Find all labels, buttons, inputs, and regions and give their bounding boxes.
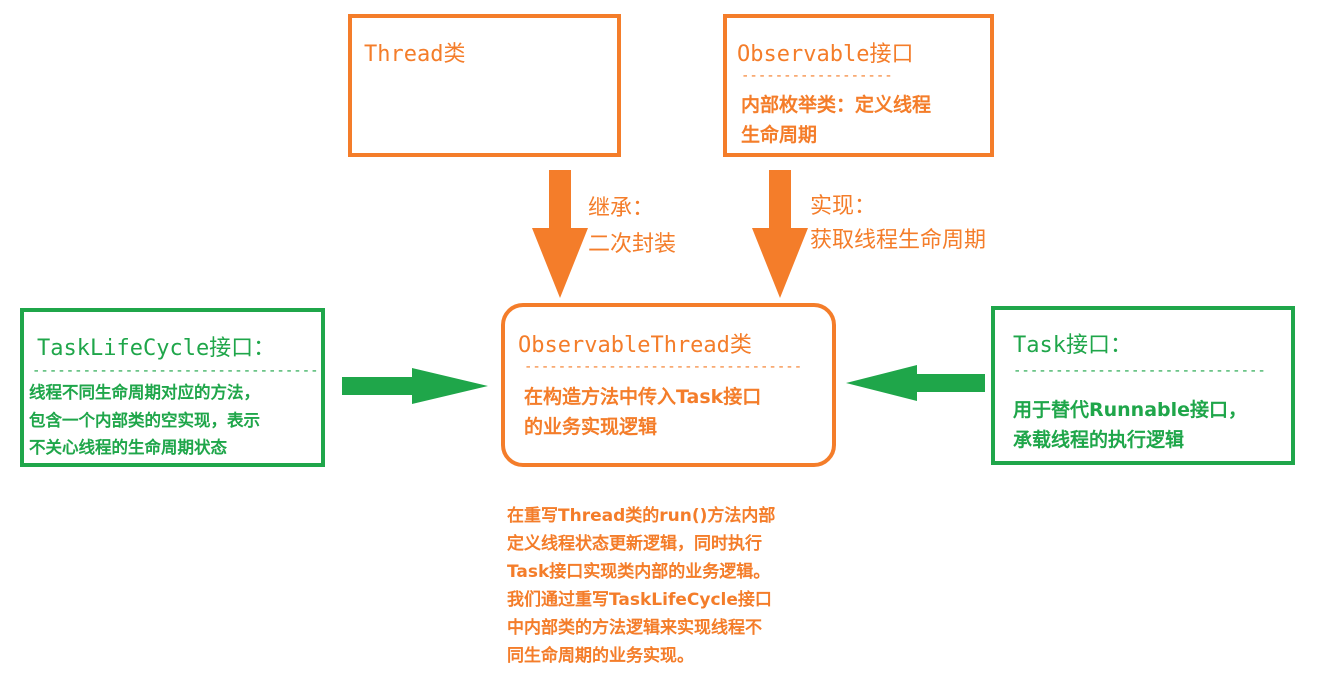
observable-desc-line1: 内部枚举类：定义线程 bbox=[741, 94, 932, 116]
observablethread-title: ObservableThread类 bbox=[518, 333, 752, 358]
observable-interface-box: Observable接口 ------------------ 内部枚举类：定义… bbox=[723, 14, 994, 157]
bottom-note-line6: 同生命周期的业务实现。 bbox=[507, 646, 694, 666]
bottom-note-line2: 定义线程状态更新逻辑，同时执行 bbox=[507, 534, 762, 554]
observablethread-divider: --------------------------------- bbox=[524, 361, 803, 373]
tasklifecycle-desc-line1: 线程不同生命周期对应的方法， bbox=[29, 383, 260, 402]
bottom-note-line3: Task接口实现类内部的业务逻辑。 bbox=[507, 562, 771, 582]
tasklifecycle-interface-box: TaskLifeCycle接口： -----------------------… bbox=[20, 308, 325, 467]
thread-class-title: Thread类 bbox=[364, 42, 466, 67]
bottom-note-line5: 中内部类的方法逻辑来实现线程不 bbox=[507, 618, 762, 638]
bottom-note-line4: 我们通过重写TaskLifeCycle接口 bbox=[507, 590, 772, 610]
task-desc-line1: 用于替代Runnable接口， bbox=[1013, 399, 1248, 421]
implement-label-line2: 获取线程生命周期 bbox=[810, 228, 987, 253]
tasklifecycle-divider: ------------------------------------- bbox=[32, 365, 324, 377]
inherit-label-line2: 二次封装 bbox=[588, 232, 677, 257]
tasklifecycle-title: TaskLifeCycle接口： bbox=[37, 336, 276, 361]
task-divider: ------------------------------- bbox=[1013, 365, 1265, 377]
inherit-arrow bbox=[532, 170, 588, 298]
task-desc-line2: 承载线程的执行逻辑 bbox=[1013, 429, 1185, 451]
observable-interface-title: Observable接口 bbox=[737, 42, 914, 67]
task-arrow bbox=[846, 365, 985, 401]
observable-divider: ------------------ bbox=[741, 70, 893, 82]
observablethread-desc-line2: 的业务实现逻辑 bbox=[524, 416, 658, 438]
task-interface-box: Task接口： ------------------------------- … bbox=[991, 306, 1295, 465]
implement-label-line1: 实现： bbox=[810, 194, 877, 219]
tasklifecycle-arrow bbox=[342, 368, 488, 404]
observable-desc-line2: 生命周期 bbox=[741, 124, 818, 146]
tasklifecycle-desc-line2: 包含一个内部类的空实现，表示 bbox=[29, 411, 260, 430]
observablethread-desc-line1: 在构造方法中传入Task接口 bbox=[524, 386, 762, 408]
implement-arrow bbox=[752, 170, 808, 298]
inherit-label-line1: 继承： bbox=[588, 196, 655, 221]
observablethread-class-box: ObservableThread类 ----------------------… bbox=[501, 303, 836, 467]
thread-class-box: Thread类 bbox=[348, 14, 621, 157]
tasklifecycle-desc-line3: 不关心线程的生命周期状态 bbox=[29, 438, 227, 457]
task-title: Task接口： bbox=[1013, 333, 1132, 358]
bottom-note-line1: 在重写Thread类的run()方法内部 bbox=[507, 506, 776, 526]
